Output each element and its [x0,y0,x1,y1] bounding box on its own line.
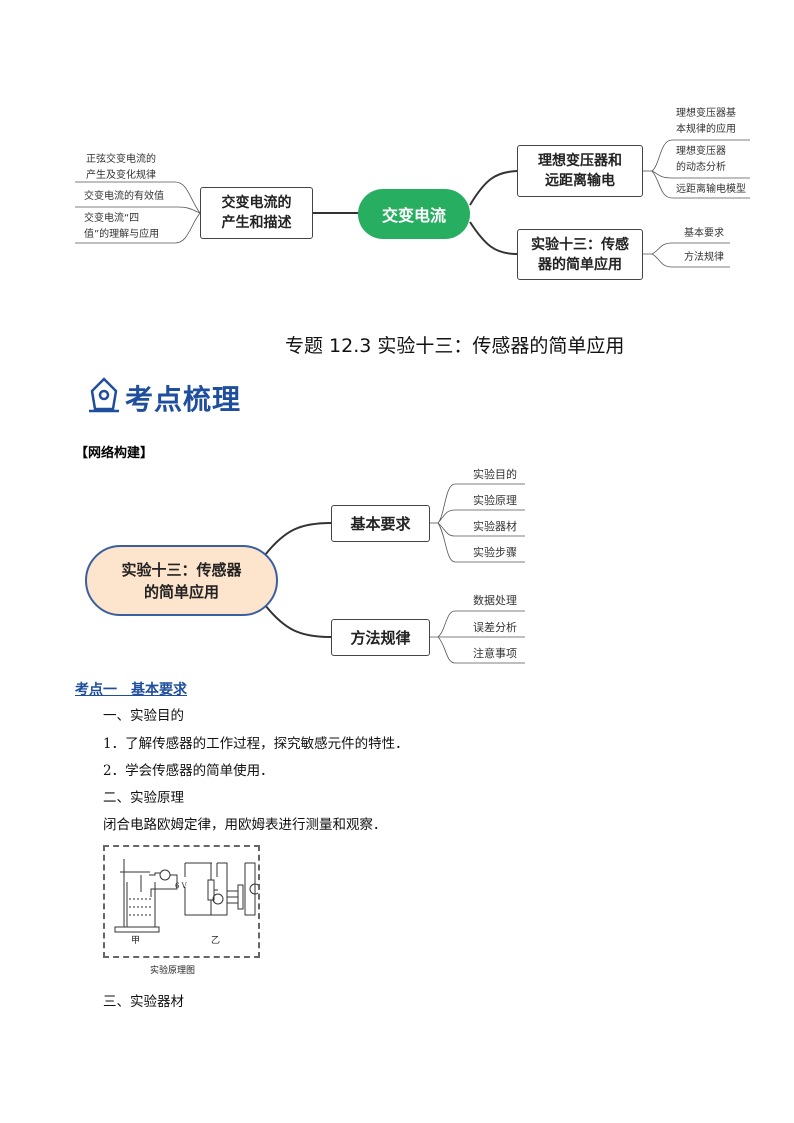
mindmap1-leaf: 理想变压器的动态分析 [676,144,726,176]
doc-title: 专题 12.3 实验十三：传感器的简单应用 [285,335,625,357]
mindmap2-leaf: 实验步骤 [473,546,517,559]
leaf-line: 正弦交变电流的 [86,154,156,165]
label-yi: 乙 [211,936,221,946]
mindmap1-left-branch: 交变电流的产生和描述 [200,187,313,239]
mindmap2-leaf: 注意事项 [473,647,517,660]
figure-caption: 实验原理图 [150,966,196,976]
mindmap1-leaf: 理想变压器基本规律的应用 [676,106,736,138]
center-line: 实验十三：传感器 [121,560,242,579]
label-jia: 甲 [131,936,141,946]
kaodian-heading: 考点一 基本要求 [75,682,187,698]
mindmap2-center: 实验十三：传感器的简单应用 [85,545,278,616]
mindmap2-connectors [264,483,525,664]
mindmap2-leaf: 数据处理 [473,594,517,607]
circuit-diagram [114,859,261,933]
mindmap2-branch-method: 方法规律 [331,619,430,656]
center-line: 的简单应用 [143,582,219,601]
branch-line: 实验十三：传感 [531,236,629,253]
paragraph: 闭合电路欧姆定律，用欧姆表进行测量和观察． [103,817,387,833]
mindmap2-branch-basic: 基本要求 [331,505,430,542]
mindmap1-leaf: 远距离输电模型 [676,184,746,195]
section-heading: 考点梳理 [125,383,242,416]
leaf-line: 理想变压器 [676,146,726,157]
mindmap1-connectors [75,139,750,268]
section-heading-2: 二、实验原理 [103,790,184,806]
paragraph: 2．学会传感器的简单使用． [103,763,274,779]
mindmap2-leaf: 实验原理 [473,494,517,507]
leaf-line: 产生及变化规律 [86,170,156,181]
mindmap1-right-bottom-branch: 实验十三：传感器的简单应用 [517,229,643,280]
mindmap1-leaf: 正弦交变电流的产生及变化规律 [86,152,156,184]
branch-line: 产生和描述 [221,215,292,231]
mindmap1-center: 交变电流 [358,189,470,239]
mindmap1-right-top-branch: 理想变压器和远距离输电 [517,145,643,197]
voltage-label: 6 V [175,882,187,890]
leaf-line: 理想变压器基 [676,108,736,119]
branch-line: 器的简单应用 [538,256,622,273]
mindmap1-leaf: 方法规律 [684,252,724,263]
branch-line: 交变电流的 [221,195,292,211]
section-heading-3: 三、实验器材 [103,994,184,1010]
section-heading-1: 一、实验目的 [103,708,184,724]
branch-line: 理想变压器和 [538,153,622,169]
mindmap2-leaf: 实验目的 [473,468,517,481]
leaf-line: 本规律的应用 [676,124,736,135]
network-label: 【网络构建】 [75,446,154,461]
mindmap1-leaf: 交变电流“四值”的理解与应用 [84,211,159,243]
mindmap1-leaf: 交变电流的有效值 [84,191,164,202]
leaf-line: 的动态分析 [676,162,726,173]
pen-nib-icon [89,377,119,413]
leaf-line: 值”的理解与应用 [84,229,160,240]
branch-line: 远距离输电 [545,173,615,189]
mindmap2-leaf: 实验器材 [473,520,517,533]
paragraph: 1．了解传感器的工作过程，探究敏感元件的特性． [103,736,409,752]
mindmap2-leaf: 误差分析 [473,621,517,634]
mindmap1-leaf: 基本要求 [684,228,724,239]
experiment-figure: 甲 乙 6 V [103,845,261,958]
leaf-line: 交变电流“四 [84,213,140,224]
